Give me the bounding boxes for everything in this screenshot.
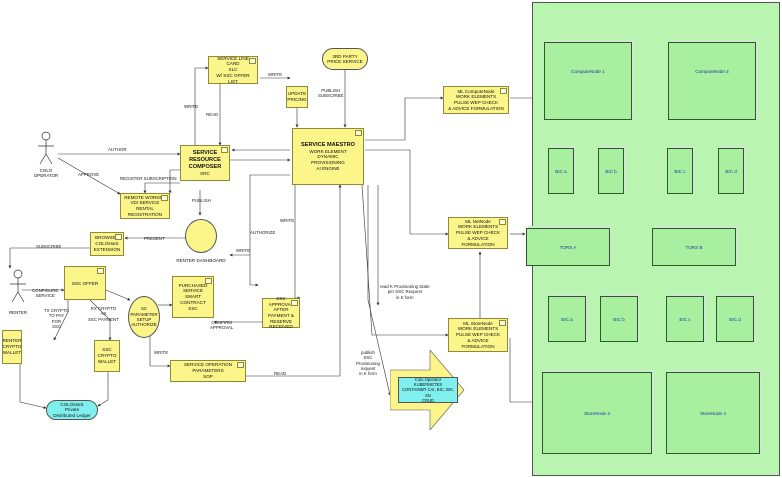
label-write-left: WRITE xyxy=(184,104,199,109)
service-line-card-node: SERVICE LINE CARD SLC W/ SSC OFFER LIST xyxy=(208,56,258,84)
service-maestro-title: SERVICE MAESTRO xyxy=(301,141,355,148)
renter-crypto-wallet-node: RENTER CRYPTO WALLET xyxy=(2,330,22,364)
bic-b-bottom: BIC b xyxy=(600,296,638,342)
label-authorize: AUTHORIZE xyxy=(250,230,276,235)
renter-dashboard-circle xyxy=(185,219,217,253)
purchased-ssc-node: PURCHASED SERVICE SMART CONTRACT SSC xyxy=(172,276,214,318)
ml-compute-node: ML ComputeNode WORK ELEMENTS PULSE WEP C… xyxy=(443,86,509,114)
label-present: PRESENT xyxy=(144,236,165,241)
tors-a: TORS A xyxy=(526,228,610,266)
label-publish: PUBLISH xyxy=(192,198,211,203)
colo-operator-actor-icon xyxy=(38,131,54,165)
label-configure-service: CONFIGURE SERVICE xyxy=(32,288,59,299)
renter-actor-icon xyxy=(10,269,26,303)
label-author: AUTHOR xyxy=(108,147,127,152)
label-subscribe: SUBSCRIBE xyxy=(36,244,62,249)
bic-d-bottom: BIC d xyxy=(716,296,754,342)
label-tx-crypto: TX CRYPTO TO PAY FOR SSC xyxy=(44,308,69,329)
service-maestro-sub: WORK ELEMENT DYNAMIC PROVISIONING AI ENG… xyxy=(309,148,347,171)
label-write-top: WRITE xyxy=(268,72,283,77)
ssc-crypto-wallet-node: SSC CRYPTO WALLET xyxy=(94,340,120,372)
service-operation-parameters-node: SERVICE OPERATION PARAMETERS SOP xyxy=(170,360,246,382)
label-write-mid2: WRITE xyxy=(236,248,251,253)
bic-c-top: BIC c xyxy=(667,148,693,194)
bic-a-top: BIC a xyxy=(548,148,574,194)
label-publish-ssc: publish SSC Provisioning request in K fo… xyxy=(356,350,380,377)
compute-node-1: ComputeNode 1 xyxy=(544,42,632,120)
label-rx-crypto: RX CRYPTO AS SSC PAYMENT xyxy=(88,306,119,322)
colo-operator-label: Colo Operator KUBERNETES CONTAINER CAI, … xyxy=(398,377,458,403)
label-register-subscription: REGISTER SUBSCRIPTION xyxy=(120,176,177,181)
renter-dashboard-label: RENTER DASHBOARD xyxy=(176,258,226,263)
bic-d-top: BIC d xyxy=(718,148,744,194)
sc-parameter-node: SC PARAMETER SETUP AUTHORIZE xyxy=(128,296,160,338)
browser-extension-node: BROWSER COLOsseS EXTENSION xyxy=(90,232,124,256)
third-party-price-service-node: 3RD PARTY PRICE SERVICE xyxy=(322,48,368,70)
label-confirm-approval: CONFIRM APPROVAL xyxy=(210,320,234,331)
label-read-top: READ xyxy=(206,112,219,117)
label-publish-subscribe: PUBLISH SUBSCRIBE xyxy=(318,88,344,99)
renter-actor-label: RENTER xyxy=(8,310,28,315)
ssc-offer-node: SSC OFFER xyxy=(64,266,106,300)
label-write-mid: WRITE xyxy=(280,218,295,223)
label-approve: APPROVE xyxy=(78,172,100,177)
label-read-bottom: READ xyxy=(274,371,287,376)
src-title: SERVICE RESOURCE COMPOSER xyxy=(188,149,222,170)
src-sub: SRC xyxy=(200,170,210,176)
bic-b-top: BIC b xyxy=(598,148,624,194)
bic-c-bottom: BIC c xyxy=(666,296,704,342)
bic-a-bottom: BIC a xyxy=(548,296,586,342)
compute-node-2: ComputeNode 2 xyxy=(668,42,756,120)
distributed-ledger-node: COLOsseS Private Distributed Ledger xyxy=(46,400,98,420)
update-pricing-node: UPDATE PRICING xyxy=(286,86,308,108)
ml-store-node: ML StoreNode WORK ELEMENTS PULSE WEP CHE… xyxy=(448,318,508,352)
remote-worker-registration-node: REMOTE WORKER VDI SERVICE RENTAL REGISTR… xyxy=(120,193,170,219)
service-maestro-node: SERVICE MAESTRO WORK ELEMENT DYNAMIC PRO… xyxy=(292,128,364,185)
store-node-3: StoreNode 3 xyxy=(542,372,652,454)
ml-net-node: ML NetNode WORK ELEMENTS PULSE WEP CHECK… xyxy=(448,217,508,249)
tors-b: TORS B xyxy=(652,228,736,266)
store-node-4: StoreNode 4 xyxy=(666,372,760,454)
label-read-k: read K Provisioning State per SSC Reques… xyxy=(380,284,430,300)
colo-operator-actor-label: COLO OPERATOR xyxy=(33,168,59,178)
label-write-bottom: WRITE xyxy=(154,350,169,355)
service-resource-composer-node: SERVICE RESOURCE COMPOSER SRC xyxy=(180,145,230,181)
ssc-approval-node: SSC APPROVAL AFTER PAYMENT & RESERVE REC… xyxy=(262,296,300,329)
